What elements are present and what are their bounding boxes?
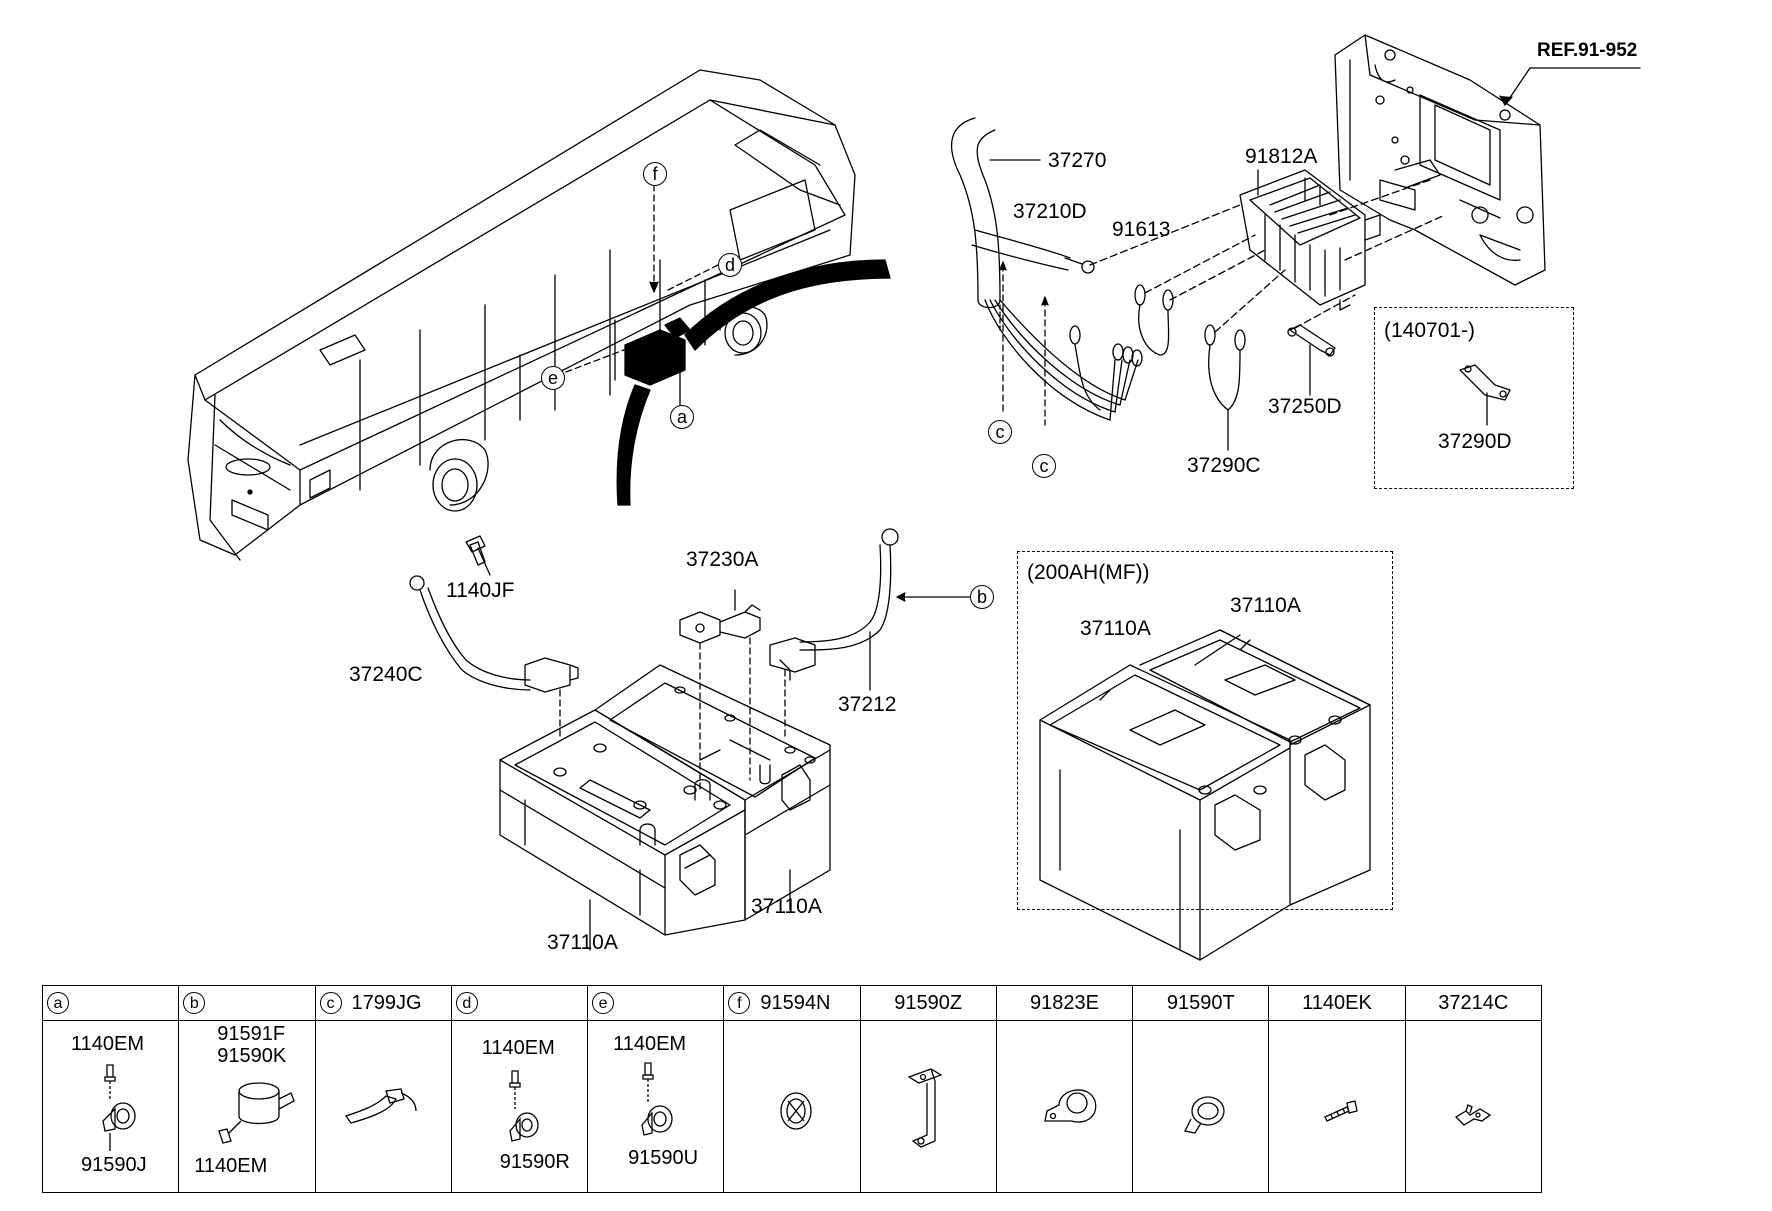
body-cell-91590T [1132,1020,1270,1193]
cable-tie-icon [344,1088,417,1124]
cell-b-label-2: 91590K [217,1045,287,1067]
variant-box-140701 [1374,307,1574,489]
cell-d-label-1: 1140EM [481,1037,555,1059]
part-37110A-box-label-2: 37110A [1230,594,1301,617]
body-cell-1140EK [1268,1020,1406,1193]
callout-a: a [670,405,694,429]
body-cell-37214C [1404,1020,1543,1193]
grommet-icon [780,1092,812,1130]
clamp-bolt-icon [509,1070,539,1142]
bolt-icon [1324,1100,1359,1122]
body-cell-c [314,1020,452,1193]
cell-d-label-2: 91590R [499,1151,570,1173]
part-37290D-label: 37290D [1438,430,1512,453]
reference-label: REF.91-952 [1537,40,1638,61]
callout-d: d [718,253,742,277]
bracket-icon [907,1068,943,1148]
clamp-grommet-icon [218,1082,296,1144]
callout-c-2: c [1032,454,1056,478]
terminal-clip-icon [1454,1104,1491,1126]
part-37110A-rear-label: 37110A [751,895,822,918]
part-37270-label: 37270 [1048,149,1107,172]
body-cell-b: 91591F 91590K 1140EM [178,1020,316,1193]
part-37230A-label: 37230A [686,548,759,571]
header-cell-a: a [41,985,180,1021]
callout-e: e [541,366,565,390]
part-37290C-label: 37290C [1187,454,1261,477]
part-37210D-label: 37210D [1013,200,1087,223]
clamp-icon [1184,1096,1225,1134]
header-cell-e: e [587,985,725,1021]
cell-b-label-3: 1140EM [194,1155,268,1177]
bus-illustration [187,69,891,561]
body-cell-f [723,1020,861,1193]
cell-b-label-1: 91591F [217,1023,286,1045]
header-cell-91590Z: 91590Z [859,985,997,1021]
part-37110A-front-label: 37110A [547,931,618,954]
callout-b: b [970,585,994,609]
clamp-bolt-icon [102,1064,136,1151]
body-cell-91590Z [859,1020,997,1193]
part-1140JF-label: 1140JF [446,579,515,602]
p-clamp-icon [1044,1089,1097,1123]
callout-c-1: c [988,420,1012,444]
header-cell-37214C: 37214C [1404,985,1543,1021]
battery-assembly-illustration [409,528,1371,961]
body-cell-91823E [995,1020,1134,1193]
header-cell-b: b [178,985,316,1021]
part-37250D-label: 37250D [1268,395,1342,418]
header-cell-d: d [450,985,589,1021]
harness-illustration [951,34,1641,451]
cell-e-label-1: 1140EM [613,1033,687,1055]
parts-table-body-row: 1140EM 91590J 91591F 91590K 1140EM [41,1020,1543,1193]
header-cell-91590T: 91590T [1132,985,1270,1021]
cell-a-label-2: 91590J [81,1154,147,1176]
variant-box-200ah [1017,551,1393,910]
body-cell-a: 1140EM 91590J [41,1020,180,1193]
part-91812A-label: 91812A [1245,145,1318,168]
variant-date-label: (140701-) [1384,319,1476,342]
cell-e-label-2: 91590U [628,1147,699,1169]
part-37212-label: 37212 [838,693,897,716]
part-37240C-label: 37240C [349,663,423,686]
variant-battery-label: (200AH(MF)) [1027,561,1150,584]
callout-f: f [643,162,667,186]
cell-a-label-1: 1140EM [71,1033,145,1055]
part-91613-label: 91613 [1112,218,1171,241]
header-cell-91823E: 91823E [995,985,1134,1021]
clamp-bolt-icon [641,1062,673,1136]
header-cell-1140EK: 1140EK [1268,985,1406,1021]
part-37110A-box-label-1: 37110A [1080,617,1151,640]
body-cell-d: 1140EM 91590R [450,1020,589,1193]
body-cell-e: 1140EM 91590U [587,1020,725,1193]
